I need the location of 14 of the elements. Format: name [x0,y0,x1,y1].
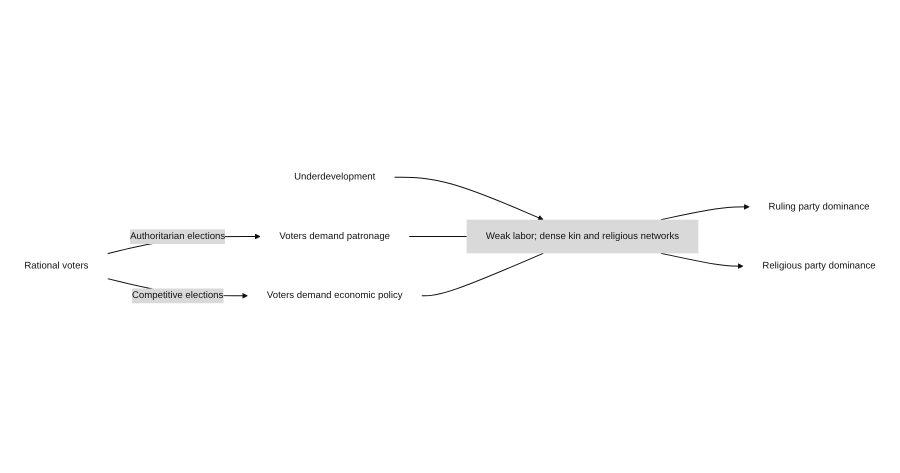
arrow [660,204,750,220]
arrow [394,176,544,220]
connector [421,252,544,296]
edge-label: Authoritarian elections [130,230,226,242]
edge-label: Competitive elections [132,290,224,301]
node-text: Underdevelopment [294,171,376,182]
connector [408,236,468,237]
node-text: Voters demand economic policy [266,290,403,301]
node-text: Voters demand patronage [279,230,390,242]
node-text: Ruling party dominance [768,200,870,212]
node-text: Rational voters [24,260,88,272]
node-text: Religious party dominance [762,260,876,272]
node-box: Weak labor; dense kin and religious networks [466,220,698,254]
arrow [660,252,744,269]
